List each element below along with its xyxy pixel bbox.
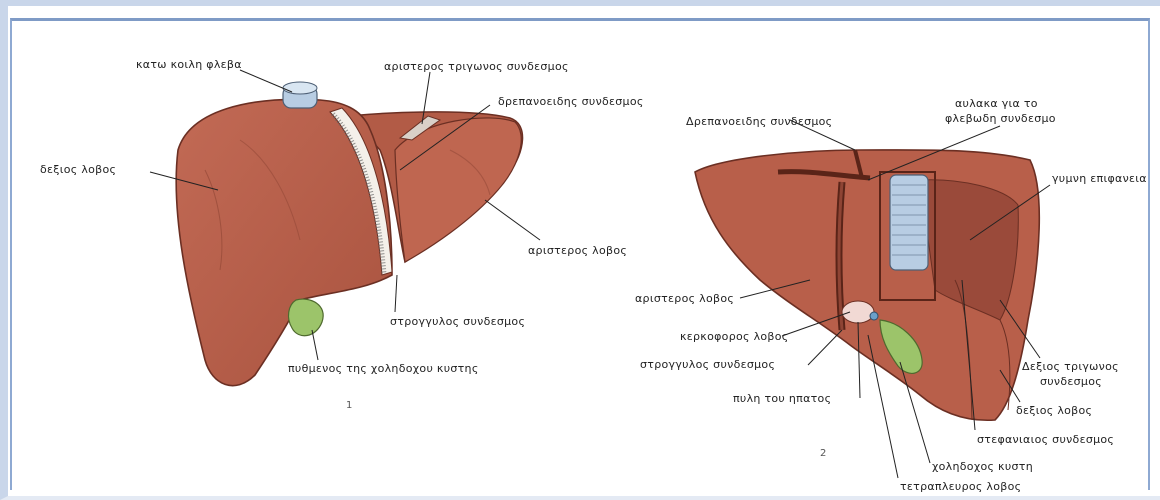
label-groove-venosum-line1: αυλακα για το	[955, 97, 1038, 110]
label-falciform-ligament-1: δρεπανοειδης συνδεσμος	[498, 95, 644, 108]
label-caudate-lobe: κερκοφορος λοβος	[680, 330, 789, 343]
ivc-visceral	[890, 175, 928, 270]
label-right-lobe-2: δεξιος λοβος	[1016, 404, 1092, 417]
label-porta-hepatis: πυλη του ηπατος	[733, 392, 831, 405]
label-bare-area: γυμνη επιφανεια	[1052, 172, 1147, 185]
label-round-ligament-1: στρογγυλος συνδεσμος	[390, 315, 525, 328]
porta-hepatis	[842, 301, 874, 323]
liver-visceral-view	[695, 150, 1039, 420]
label-left-lobe-1: αριστερος λοβος	[528, 244, 627, 257]
label-quadrate-lobe: τετραπλευρος λοβος	[900, 480, 1021, 493]
label-left-triangular-ligament: αριστερος τριγωνος συνδεσμος	[384, 60, 569, 73]
left-lobe-front	[395, 118, 521, 262]
label-left-lobe-2: αριστερος λοβος	[635, 292, 734, 305]
label-gallbladder: χοληδοχος κυστη	[932, 460, 1033, 473]
gallbladder-fundus	[289, 299, 324, 336]
label-right-triangular-line1: Δεξιος τριγωνος	[1022, 360, 1119, 373]
label-round-ligament-2: στρογγυλος συνδεσμος	[640, 358, 775, 371]
label-falciform-ligament-2: Δρεπανοειδης συνδεσμος	[686, 115, 832, 128]
liver-anterior-view	[176, 82, 522, 386]
label-coronary-ligament: στεφανιαιος συνδεσμος	[977, 433, 1114, 446]
label-right-triangular-line2: συνδεσμος	[1040, 375, 1102, 388]
label-right-lobe-1: δεξιος λοβος	[40, 163, 116, 176]
label-groove-venosum-line2: φλεβωδη συνδεσμο	[945, 112, 1056, 125]
label-gallbladder-fundus: πυθμενος της χοληδοχου κυστης	[288, 362, 479, 375]
label-ivc: κατω κοιλη φλεβα	[136, 58, 242, 71]
figure-number-1: 1	[346, 400, 352, 411]
figure-number-2: 2	[820, 448, 826, 459]
